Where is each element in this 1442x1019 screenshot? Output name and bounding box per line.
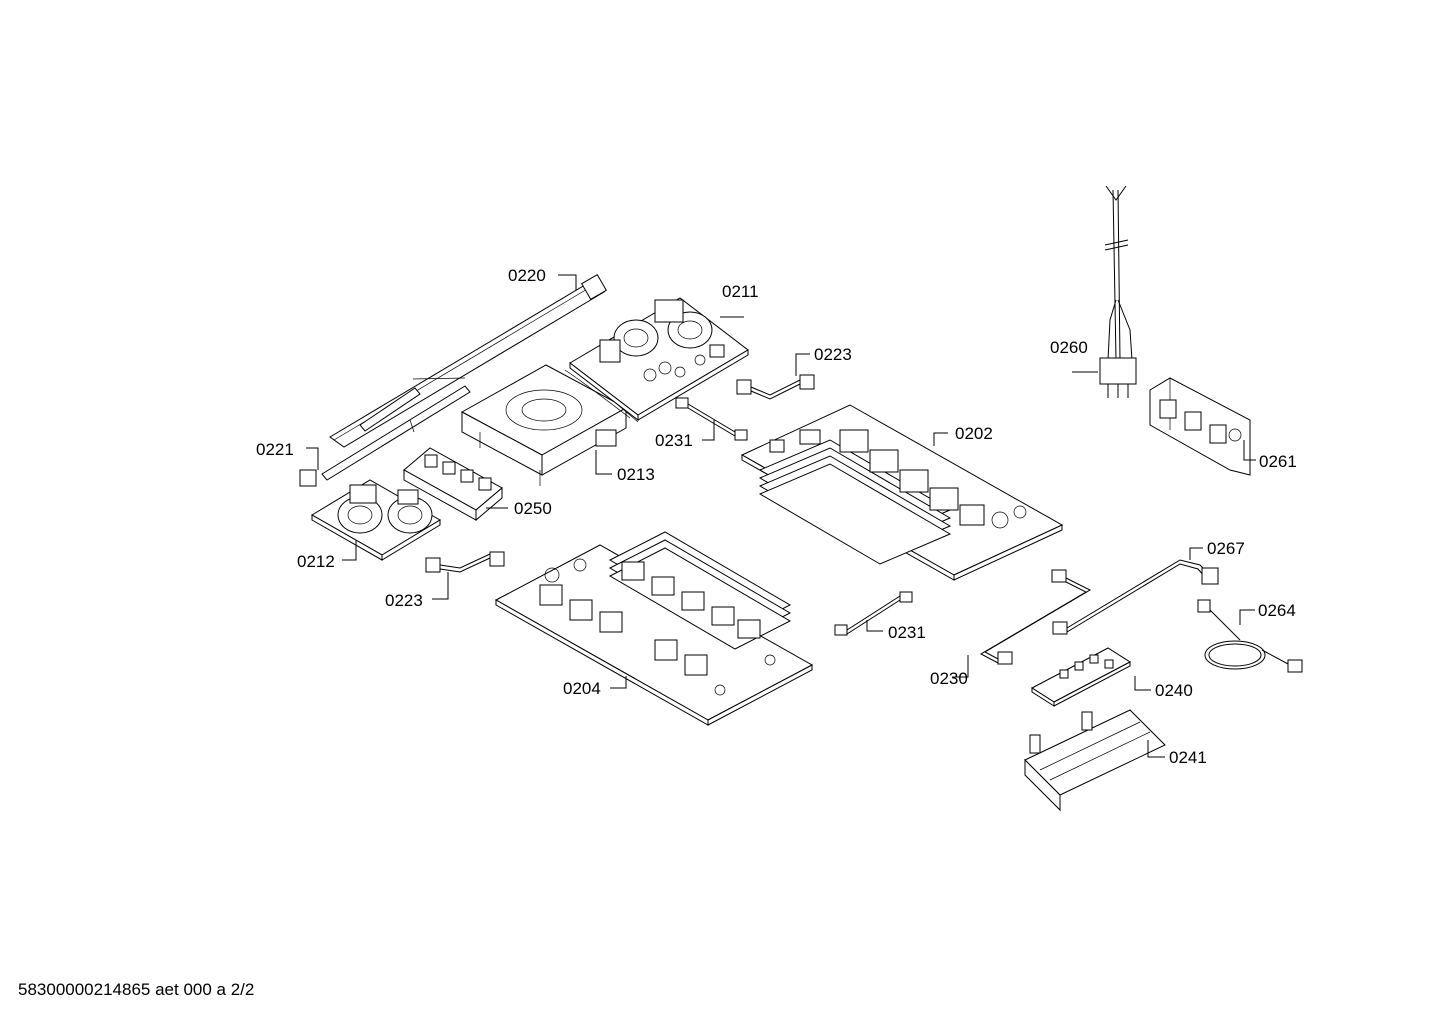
label-0212: 0212 bbox=[297, 552, 335, 571]
part-0223-cable-lower bbox=[425, 551, 505, 573]
label-0204: 0204 bbox=[563, 679, 601, 698]
label-0220: 0220 bbox=[508, 266, 546, 285]
part-0260-mains-cable bbox=[1099, 185, 1137, 398]
part-0212-filter-board bbox=[311, 479, 441, 561]
label-0202: 0202 bbox=[955, 424, 993, 443]
label-0221: 0221 bbox=[256, 440, 294, 459]
part-0223-cable-upper bbox=[736, 374, 815, 400]
part-labels: 0220 0211 0223 0231 0213 0202 0221 0250 … bbox=[256, 266, 1297, 767]
label-0223-lower: 0223 bbox=[385, 591, 423, 610]
label-0223-upper: 0223 bbox=[814, 345, 852, 364]
label-0261: 0261 bbox=[1259, 452, 1297, 471]
leader-lines bbox=[306, 274, 1256, 758]
part-0211-filter-board bbox=[569, 297, 749, 422]
label-0250: 0250 bbox=[514, 499, 552, 518]
part-0230-cable bbox=[979, 569, 1092, 665]
label-0211: 0211 bbox=[722, 282, 759, 301]
part-0231-cable-lower bbox=[834, 591, 913, 636]
part-0264-sensor-cable bbox=[1197, 599, 1303, 673]
label-0267: 0267 bbox=[1207, 539, 1245, 558]
label-0213: 0213 bbox=[617, 465, 655, 484]
part-0221-rails bbox=[299, 377, 471, 487]
label-0260: 0260 bbox=[1050, 338, 1088, 357]
label-0264: 0264 bbox=[1258, 601, 1296, 620]
label-0240: 0240 bbox=[1155, 681, 1193, 700]
part-0204-control-board bbox=[494, 531, 814, 726]
document-footer-code: 58300000214865 aet 000 a 2/2 bbox=[18, 980, 255, 999]
label-0230: 0230 bbox=[930, 669, 968, 688]
part-0241-bracket bbox=[1024, 709, 1166, 812]
part-0261-terminal-housing bbox=[1149, 377, 1251, 476]
part-0250-relay-board bbox=[403, 447, 503, 522]
part-0202-power-board bbox=[740, 404, 1064, 581]
label-0231-lower: 0231 bbox=[888, 623, 926, 642]
part-0240-display-board bbox=[1031, 647, 1131, 707]
part-0267-cable bbox=[1052, 559, 1219, 635]
part-0231-cable-upper bbox=[675, 397, 748, 441]
label-0231-upper: 0231 bbox=[655, 431, 693, 450]
label-0241: 0241 bbox=[1169, 748, 1207, 767]
